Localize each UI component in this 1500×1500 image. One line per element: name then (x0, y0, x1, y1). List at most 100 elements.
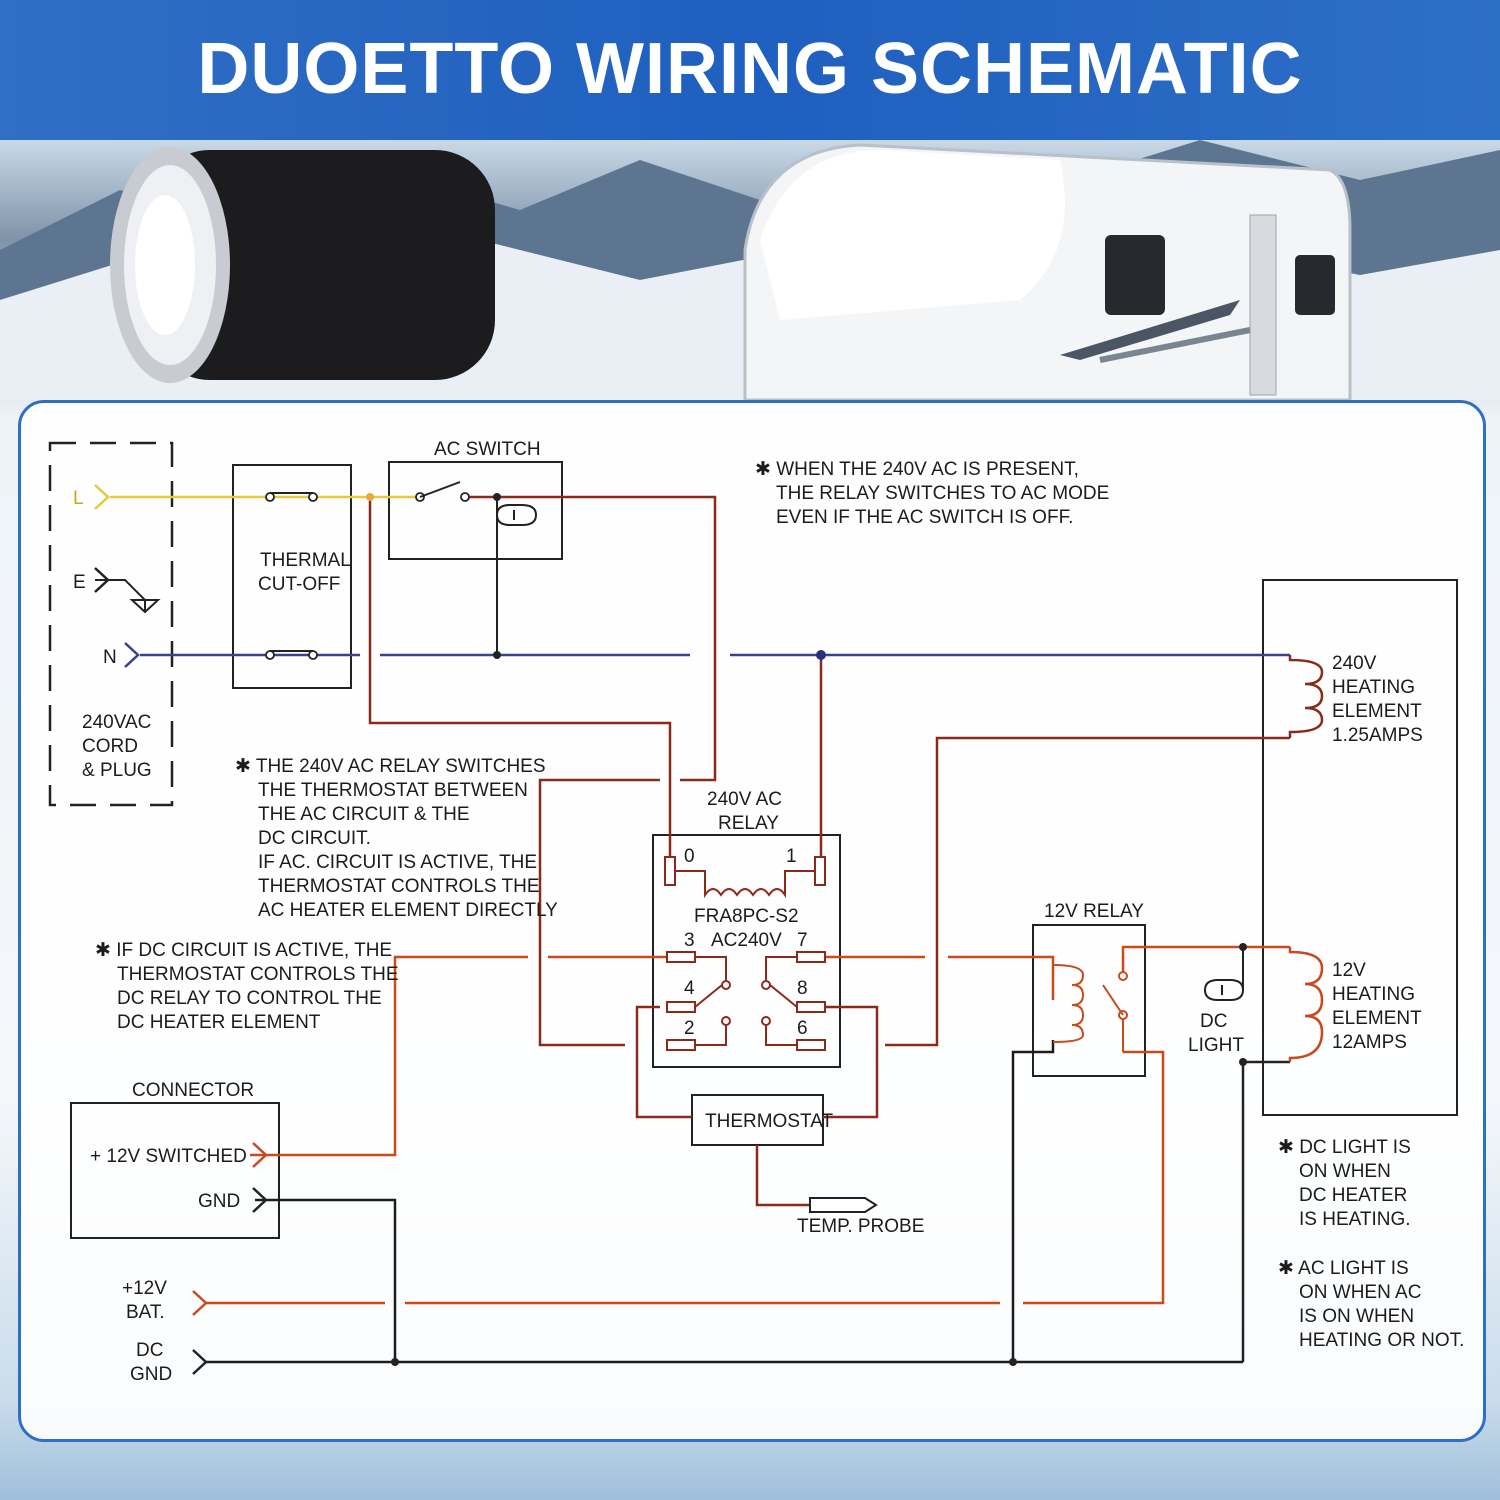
bat-label-2: BAT. (126, 1302, 165, 1323)
title-banner (0, 0, 1500, 140)
ac-switch-label: AC SWITCH (434, 439, 541, 460)
ground-symbol-icon (95, 579, 161, 614)
header-scene (0, 140, 1500, 400)
cord-label-2: CORD (82, 736, 138, 757)
note-ac-light-1: ✱ AC LIGHT IS (1278, 1258, 1409, 1279)
cord-plug-box (48, 441, 174, 807)
heat240-label-4: 1.25AMPS (1332, 725, 1423, 746)
battery-to-relay-wire (1023, 1050, 1165, 1305)
page-title: DUOETTO WIRING SCHEMATIC (197, 29, 1303, 109)
connector-box (70, 1102, 280, 1239)
dcgnd-label-2: GND (130, 1364, 172, 1385)
pin-3: 3 (684, 930, 695, 951)
ac-relay-box (652, 834, 841, 1068)
note-ac-present-2: THE RELAY SWITCHES TO AC MODE (776, 483, 1109, 504)
note-dc-2: THERMOSTAT CONTROLS THE (117, 964, 399, 985)
live-to-relay-wire (368, 497, 672, 860)
thermal-cutoff-box (232, 464, 352, 689)
plug-arrows (94, 484, 268, 1375)
relay-switch-contacts (694, 956, 798, 1046)
note-dc-light-1: ✱ DC LIGHT IS (1278, 1137, 1411, 1158)
relay-title-1: 240V AC (707, 789, 782, 810)
note-relay-4: DC CIRCUIT. (258, 828, 371, 849)
ac-heater-wire (885, 736, 1290, 1047)
note-relay-5: IF AC. CIRCUIT IS ACTIVE, THE (258, 852, 537, 873)
heat12-label-3: ELEMENT (1332, 1008, 1422, 1029)
heat240-label-3: ELEMENT (1332, 701, 1422, 722)
label-live: L (73, 488, 84, 509)
note-ac-light-2: ON WHEN AC (1299, 1282, 1421, 1303)
pin-7: 7 (797, 930, 808, 951)
cord-label-3: & PLUG (82, 760, 152, 781)
thermal-label-1: THERMAL (260, 550, 351, 571)
connector-ground-wire (255, 1198, 397, 1362)
heat12-label-4: 12AMPS (1332, 1032, 1407, 1053)
heating-elements-box (1262, 579, 1458, 1116)
relay12-label: 12V RELAY (1044, 901, 1144, 922)
dc-heater-return-wire (1241, 1060, 1290, 1362)
thermostat-label: THERMOSTAT (705, 1111, 833, 1132)
dc-relay-ground-wire (1011, 1040, 1055, 1362)
pin-1: 1 (786, 846, 797, 867)
relay-rating: AC240V (711, 930, 782, 951)
note-ac-present-3: EVEN IF THE AC SWITCH IS OFF. (776, 507, 1073, 528)
pin-6: 6 (797, 1018, 808, 1039)
cord-label-1: 240VAC (82, 712, 151, 733)
pin-2: 2 (684, 1018, 695, 1039)
relay-pin-terminals (666, 951, 826, 1051)
switched-label: + 12V SWITCHED (90, 1146, 247, 1167)
note-relay-2: THE THERMOSTAT BETWEEN (258, 780, 528, 801)
heater-product-image (110, 147, 495, 383)
note-relay-1: ✱ THE 240V AC RELAY SWITCHES (235, 756, 546, 777)
relay-pin2-wire (538, 778, 660, 1047)
note-dc-1: ✱ IF DC CIRCUIT IS ACTIVE, THE (95, 940, 392, 961)
schematic-panel (18, 400, 1486, 1442)
pin8-thermostat-wire (823, 1005, 879, 1119)
note-relay-7: AC HEATER ELEMENT DIRECTLY (258, 900, 558, 921)
note-relay-3: THE AC CIRCUIT & THE (258, 804, 470, 825)
dc-light-bulb-icon (1203, 979, 1245, 1001)
dcgnd-label-1: DC (136, 1340, 163, 1361)
relay-coil-icon (664, 856, 826, 899)
note-dc-3: DC RELAY TO CONTROL THE (117, 988, 382, 1009)
gnd-label: GND (198, 1191, 240, 1212)
bat-label-1: +12V (122, 1278, 167, 1299)
ac-switch-output-wire (465, 495, 717, 782)
dc-relay-coil-wire (948, 955, 1055, 1000)
thermal-cutoff-contacts (265, 492, 318, 660)
note-ac-light-4: HEATING OR NOT. (1299, 1330, 1464, 1351)
label-neutral: N (103, 647, 117, 668)
thermal-label-2: CUT-OFF (258, 574, 340, 595)
pin-4: 4 (684, 978, 695, 999)
dc-relay-box (1032, 924, 1146, 1077)
heat12-label-2: HEATING (1332, 984, 1415, 1005)
caravan-image (743, 143, 1352, 400)
light-bulb-icon (495, 504, 538, 526)
ac-heating-coil (1288, 655, 1324, 738)
dc-light-label-1: DC (1200, 1011, 1227, 1032)
ac-switch-contact (415, 481, 470, 502)
temp-probe-icon (809, 1197, 878, 1213)
note-ac-light-3: IS ON WHEN (1299, 1306, 1414, 1327)
pin4-thermostat-wire (635, 1005, 692, 1119)
junction-dots (366, 493, 1247, 1366)
note-relay-6: THERMOSTAT CONTROLS THE (258, 876, 540, 897)
heat240-label-2: HEATING (1332, 677, 1415, 698)
note-dc-light-4: IS HEATING. (1299, 1209, 1411, 1230)
label-earth: E (73, 572, 86, 593)
dc-heater-feed-wire (1121, 945, 1290, 972)
note-dc-light-3: DC HEATER (1299, 1185, 1407, 1206)
pin-0: 0 (684, 846, 695, 867)
pin-8: 8 (797, 978, 808, 999)
dc-heating-coil (1288, 947, 1324, 1062)
probe-label: TEMP. PROBE (797, 1216, 924, 1237)
dc-relay-coil (1052, 964, 1128, 1052)
probe-wire (755, 1145, 810, 1207)
connector-label: CONNECTOR (132, 1080, 254, 1101)
note-dc-4: DC HEATER ELEMENT (117, 1012, 321, 1033)
heat240-label-1: 240V (1332, 653, 1377, 674)
relay-model: FRA8PC-S2 (694, 906, 799, 927)
switched-12v-wire (250, 955, 528, 1157)
dc-light-label-2: LIGHT (1188, 1035, 1244, 1056)
